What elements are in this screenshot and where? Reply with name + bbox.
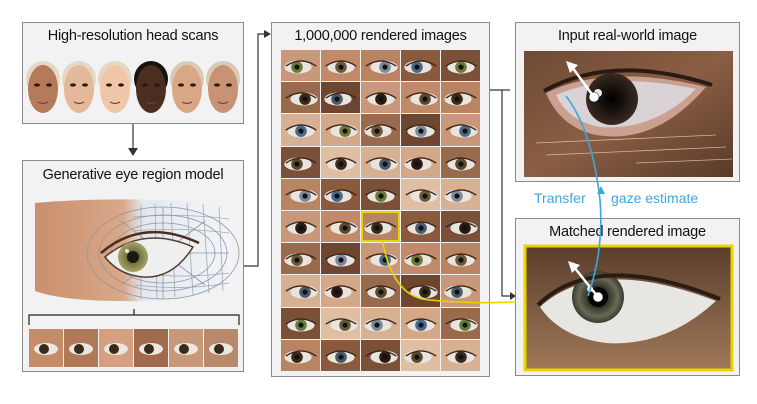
rendered-eye-tile	[281, 114, 320, 146]
transfer-label: Transfer	[534, 190, 586, 206]
rendered-eye-tile	[441, 275, 480, 307]
head-scan-face	[170, 61, 204, 113]
rendered-eye-tile	[321, 243, 360, 275]
rendered-images-title: 1,000,000 rendered images	[294, 28, 467, 44]
head-scan-face	[134, 61, 168, 113]
rendered-eye-tile	[281, 275, 320, 307]
head-scan-face	[98, 61, 132, 113]
rendered-eye-tile	[361, 50, 400, 82]
rendered-eye-tile	[361, 243, 400, 275]
input-image-panel: Input real-world image	[515, 22, 740, 182]
rendered-eye-tile	[321, 146, 360, 178]
rendered-eye-tile	[441, 339, 480, 371]
matched-eye-render	[523, 244, 734, 372]
head-scan-face	[206, 61, 240, 113]
rendered-eye-tile	[401, 178, 440, 210]
rendered-eye-tile	[281, 50, 320, 82]
rendered-eye-tile	[441, 114, 480, 146]
rendered-eye-tile	[281, 146, 320, 178]
matched-rendered-tile	[361, 211, 400, 243]
eye-variant-thumbnail	[169, 329, 203, 367]
eye-model-panel: Generative eye region model	[22, 160, 244, 372]
rendered-eye-tile	[321, 307, 360, 339]
rendered-eye-tile	[441, 146, 480, 178]
rendered-eye-tile	[321, 82, 360, 114]
rendered-eye-tile	[441, 50, 480, 82]
rendered-eye-tile	[361, 146, 400, 178]
rendered-eye-tile	[281, 211, 320, 243]
rendered-eye-tile	[361, 114, 400, 146]
rendered-eye-tile	[361, 275, 400, 307]
rendered-eye-tile	[401, 275, 440, 307]
rendered-eye-tile	[401, 307, 440, 339]
rendered-eye-tile	[281, 243, 320, 275]
eye-variant-thumbnail	[134, 329, 168, 367]
rendered-eye-tile	[401, 339, 440, 371]
input-to-matched-connector	[490, 89, 512, 297]
rendered-eye-tile	[321, 50, 360, 82]
rendered-eye-tile	[401, 211, 440, 243]
rendered-eye-tile	[281, 339, 320, 371]
rendered-eye-tile	[361, 82, 400, 114]
rendered-eye-tile	[401, 243, 440, 275]
rendered-eye-tile	[401, 114, 440, 146]
rendered-eye-tile	[441, 211, 480, 243]
rendered-eye-tile	[441, 243, 480, 275]
head-scans-title: High-resolution head scans	[47, 28, 219, 44]
rendered-eye-tile	[321, 275, 360, 307]
head-scan-face	[62, 61, 96, 113]
rendered-eye-tile	[441, 178, 480, 210]
head-scan-face	[26, 61, 60, 113]
eye-variant-thumbnail	[204, 329, 238, 367]
rendered-eye-tile	[361, 307, 400, 339]
eye-variant-thumbnail	[29, 329, 63, 367]
rendered-eye-tile	[441, 307, 480, 339]
input-eye-photo	[524, 51, 733, 177]
rendered-eye-tile	[401, 50, 440, 82]
rendered-eye-tile	[321, 178, 360, 210]
rendered-eye-tile	[321, 211, 360, 243]
rendered-eye-tile	[361, 339, 400, 371]
eye-variant-thumbnail	[64, 329, 98, 367]
gaze-estimate-label: gaze estimate	[611, 190, 699, 206]
matched-image-panel: Matched rendered image	[515, 218, 740, 376]
rendered-eye-tile	[321, 339, 360, 371]
rendered-eye-tile	[281, 178, 320, 210]
rendered-eye-tile	[401, 82, 440, 114]
rendered-image-grid	[281, 50, 481, 372]
rendered-eye-tile	[321, 114, 360, 146]
eye-model-title: Generative eye region model	[42, 167, 224, 183]
input-image-title: Input real-world image	[557, 28, 698, 44]
rendered-images-panel: 1,000,000 rendered images	[271, 22, 490, 377]
eye-variant-thumbnail	[99, 329, 133, 367]
rendered-eye-tile	[361, 178, 400, 210]
head-scans-faces	[26, 61, 240, 113]
head-scans-panel: High-resolution head scans	[22, 22, 244, 124]
rendered-eye-tile	[281, 307, 320, 339]
model-to-rendered-connector	[244, 33, 266, 267]
rendered-eye-tile	[401, 146, 440, 178]
eye-region-mesh	[28, 199, 240, 367]
rendered-eye-tile	[281, 82, 320, 114]
rendered-eye-tile	[441, 82, 480, 114]
